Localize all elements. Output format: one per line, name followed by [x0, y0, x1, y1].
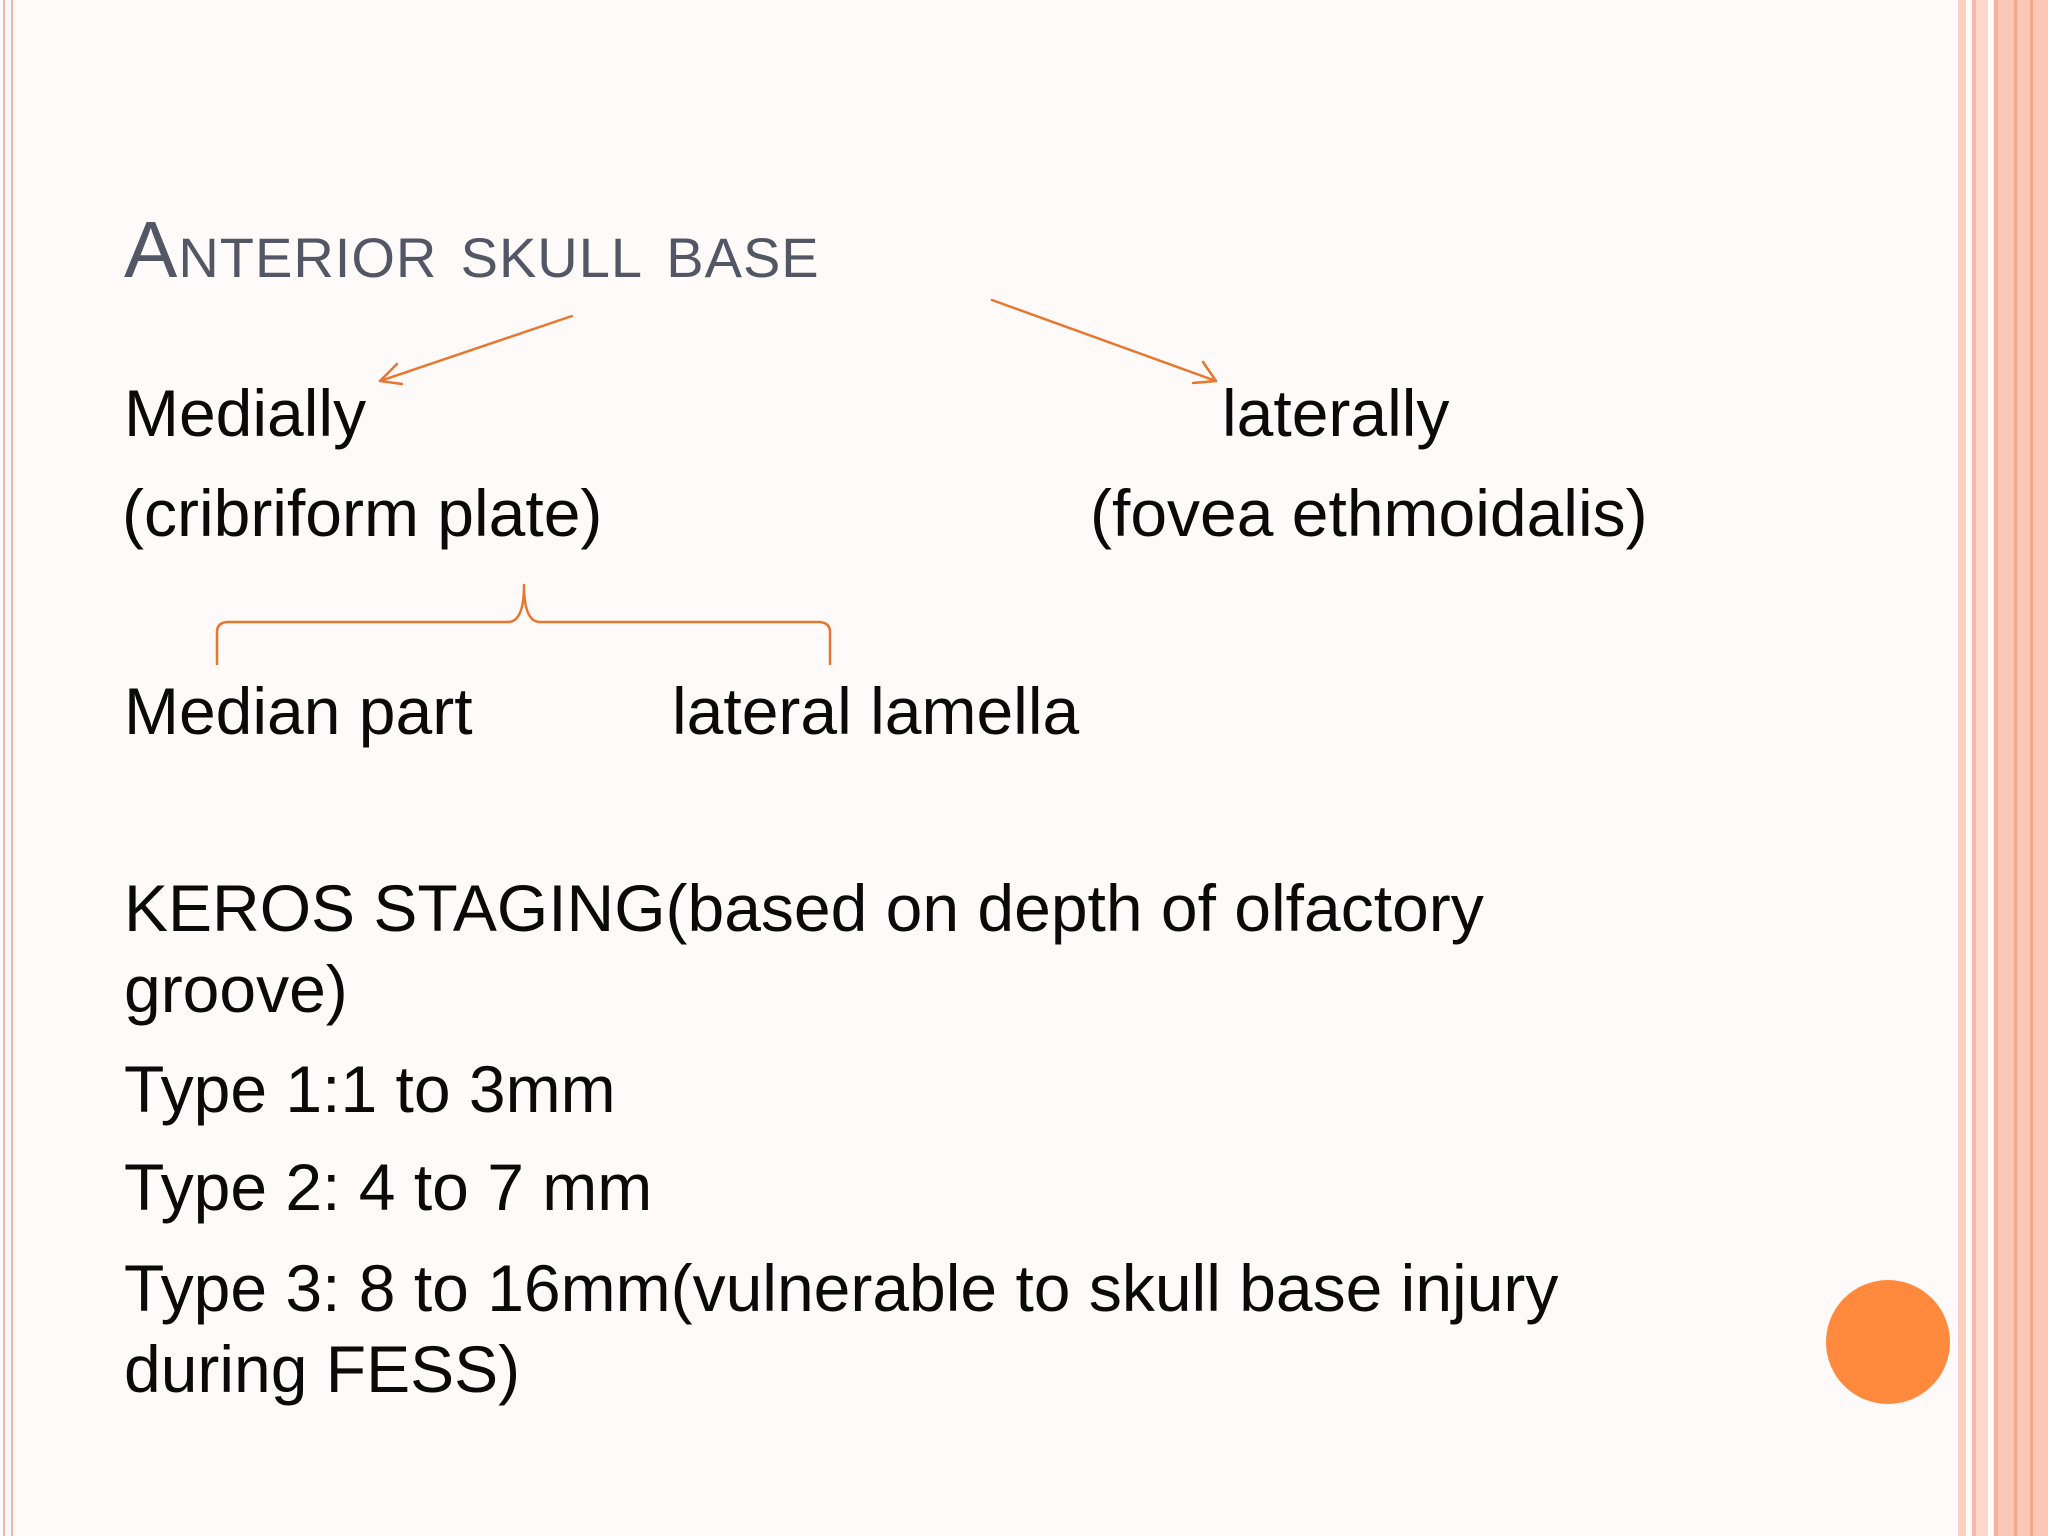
median-part-label: Median part [124, 674, 473, 748]
fovea-ethmoidalis-label: (fovea ethmoidalis) [1090, 476, 1648, 550]
right-border-stripe-7 [1998, 0, 2048, 1536]
keros-type-3-line-2: during FESS) [124, 1332, 521, 1406]
cribriform-plate-label: (cribriform plate) [122, 476, 603, 550]
laterally-label: laterally [1222, 376, 1450, 450]
arrow-left-down-icon [378, 314, 574, 386]
right-border-stripe-3 [1972, 0, 1976, 1536]
right-border-stripe-4 [1976, 0, 1988, 1536]
arrow-right-down-icon [990, 298, 1218, 385]
right-border-stripe-2 [1966, 0, 1972, 1536]
right-border-stripe-6 [1994, 0, 1998, 1536]
medially-label: Medially [124, 376, 367, 450]
right-border-stripe-8 [2014, 0, 2017, 1536]
lateral-lamella-label: lateral lamella [672, 674, 1080, 748]
right-border-stripe-5 [1988, 0, 1994, 1536]
curly-brace-icon [215, 583, 832, 666]
slide-title: Anterior skull base [124, 205, 820, 294]
keros-type-2: Type 2: 4 to 7 mm [124, 1150, 653, 1224]
left-border-line-outer [3, 0, 5, 1536]
keros-heading-line-2: groove) [124, 952, 348, 1026]
left-border-line-inner [11, 0, 13, 1536]
right-border-stripe-9 [2030, 0, 2033, 1536]
orange-circle-icon [1826, 1280, 1950, 1404]
keros-type-3: Type 3: 8 to 16mm(vulnerable to skull ba… [124, 1248, 1558, 1410]
keros-type-1: Type 1:1 to 3mm [124, 1052, 616, 1126]
keros-type-3-line-1: Type 3: 8 to 16mm(vulnerable to skull ba… [124, 1251, 1559, 1325]
right-border-stripe-1 [1958, 0, 1966, 1536]
keros-heading-line-1: KEROS STAGING(based on depth of olfactor… [124, 871, 1484, 945]
keros-staging-heading: KEROS STAGING(based on depth of olfactor… [124, 868, 1484, 1030]
